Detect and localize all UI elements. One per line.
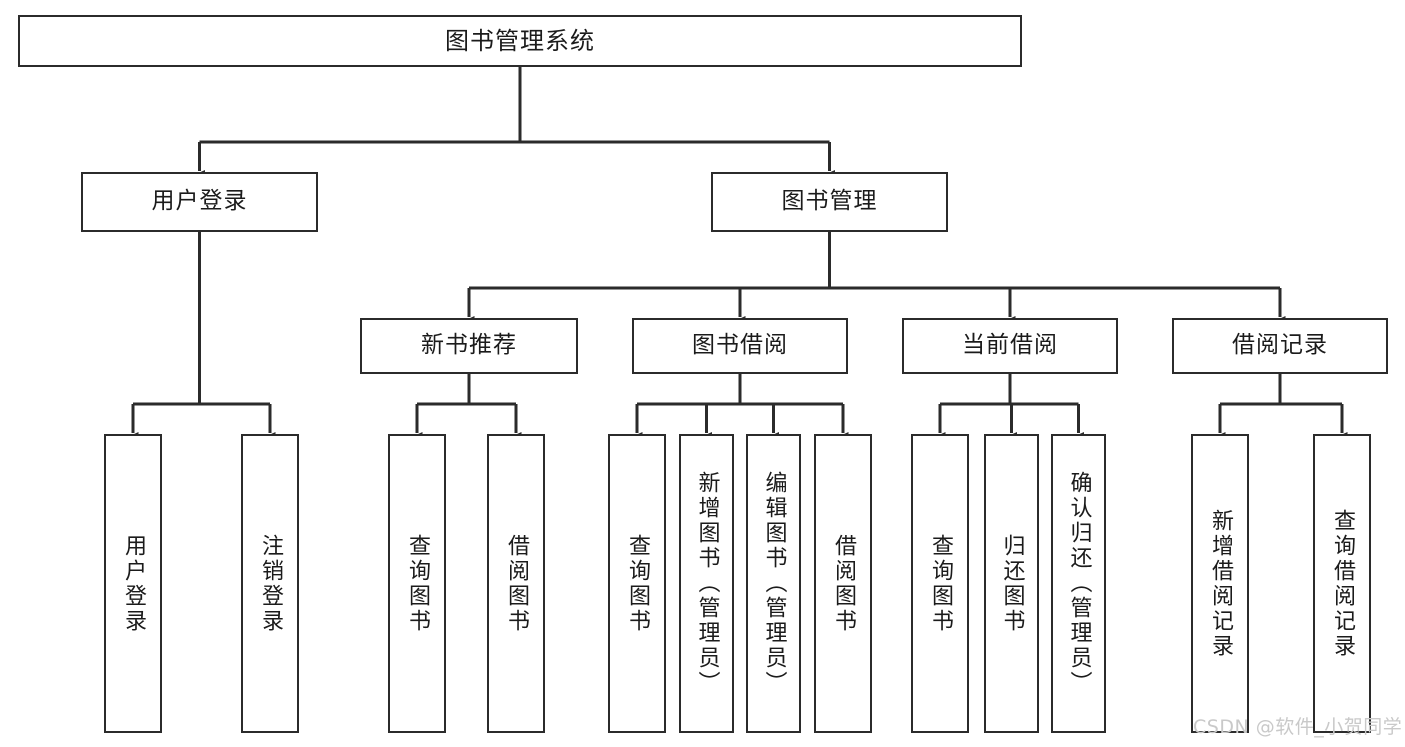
watermark-text: CSDN @软件_小贺同学 [1193, 716, 1403, 738]
node-leaf-add-borrow-record[interactable]: 新增借阅记录 [1191, 434, 1249, 733]
node-leaf-query-book-2[interactable]: 查询图书 [608, 434, 666, 733]
node-label: 用户登录 [120, 533, 146, 634]
node-root[interactable]: 图书管理系统 [18, 15, 1022, 67]
node-leaf-query-book-3[interactable]: 查询图书 [911, 434, 969, 733]
node-leaf-confirm-return-admin[interactable]: 确认归还（管理员） [1051, 434, 1106, 733]
node-new-book-recommend[interactable]: 新书推荐 [360, 318, 578, 374]
node-label: 新增图书（管理员） [694, 471, 720, 696]
node-user-login[interactable]: 用户登录 [81, 172, 318, 232]
node-label: 借阅图书 [503, 533, 529, 634]
node-leaf-query-book-1[interactable]: 查询图书 [388, 434, 446, 733]
node-leaf-borrow-book-2[interactable]: 借阅图书 [814, 434, 872, 733]
node-leaf-query-borrow-record[interactable]: 查询借阅记录 [1313, 434, 1371, 733]
node-label: 当前借阅 [962, 332, 1058, 359]
node-label: 归还图书 [999, 533, 1025, 634]
node-book-manage[interactable]: 图书管理 [711, 172, 948, 232]
node-book-borrow[interactable]: 图书借阅 [632, 318, 848, 374]
node-label: 查询图书 [927, 533, 953, 634]
node-label: 新书推荐 [421, 332, 517, 359]
node-label: 查询图书 [404, 533, 430, 634]
node-label: 查询借阅记录 [1329, 508, 1355, 659]
node-leaf-add-book-admin[interactable]: 新增图书（管理员） [679, 434, 734, 733]
node-label: 图书借阅 [692, 332, 788, 359]
node-label: 图书管理系统 [445, 26, 595, 55]
node-label: 用户登录 [151, 188, 248, 215]
node-borrow-record[interactable]: 借阅记录 [1172, 318, 1388, 374]
node-label: 借阅图书 [830, 533, 856, 634]
node-leaf-edit-book-admin[interactable]: 编辑图书（管理员） [746, 434, 801, 733]
node-label: 图书管理 [781, 188, 878, 215]
node-leaf-user-login[interactable]: 用户登录 [104, 434, 162, 733]
node-leaf-return-book[interactable]: 归还图书 [984, 434, 1039, 733]
node-label: 确认归还（管理员） [1066, 471, 1092, 696]
node-label: 注销登录 [257, 533, 283, 634]
node-current-borrow[interactable]: 当前借阅 [902, 318, 1118, 374]
node-leaf-borrow-book-1[interactable]: 借阅图书 [487, 434, 545, 733]
node-label: 借阅记录 [1232, 332, 1328, 359]
node-label: 编辑图书（管理员） [761, 471, 787, 696]
node-leaf-user-logout[interactable]: 注销登录 [241, 434, 299, 733]
node-label: 新增借阅记录 [1207, 508, 1233, 659]
node-label: 查询图书 [624, 533, 650, 634]
